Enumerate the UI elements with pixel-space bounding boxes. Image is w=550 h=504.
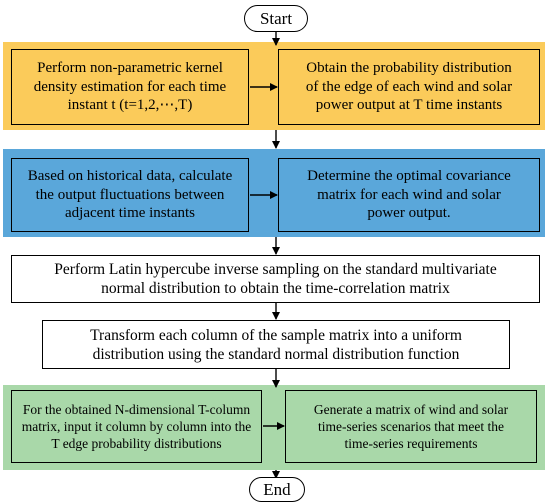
- step2-right-box: Determine the optimal covariance matrix …: [278, 158, 540, 232]
- step2-left-line2: the output fluctuations between: [35, 186, 225, 203]
- step3-line2: normal distribution to obtain the time-c…: [101, 280, 450, 297]
- step5-right-line1: Generate a matrix of wind and solar: [313, 402, 509, 417]
- step4-line2: distribution using the standard normal d…: [92, 345, 460, 363]
- step1-left-line2: density estimation for each time: [33, 78, 227, 95]
- step5-right-box: Generate a matrix of wind and solar time…: [285, 390, 537, 463]
- step4-box: Transform each column of the sample matr…: [42, 320, 510, 369]
- step2-left-box: Based on historical data, calculate the …: [11, 158, 249, 232]
- step2-left-line3: adjacent time instants: [65, 205, 195, 222]
- start-terminal: Start: [244, 5, 308, 32]
- step5-right-line3: time-series requirements: [344, 436, 478, 451]
- step5-left-line3: T edge probability distributions: [51, 436, 222, 451]
- step5-right-line2: time-series scenarios that meet the: [318, 419, 504, 434]
- step4-line1: Transform each column of the sample matr…: [90, 326, 462, 344]
- step1-left-line3: instant t (t=1,2,⋯,T): [67, 97, 193, 114]
- end-label: End: [263, 479, 291, 499]
- step2-left-line1: Based on historical data, calculate: [27, 168, 233, 185]
- start-label: Start: [259, 8, 293, 28]
- step1-right-box: Obtain the probability distribution of t…: [278, 49, 540, 125]
- end-terminal: End: [249, 477, 305, 502]
- step5-left-line1: For the obtained N-dimensional T-column: [22, 402, 251, 417]
- step1-right-line3: power output at T time instants: [315, 97, 503, 114]
- step2-right-line2: matrix for each wind and solar: [317, 186, 501, 203]
- step1-right-line2: of the edge of each wind and solar: [305, 78, 513, 95]
- step2-right-line1: Determine the optimal covariance: [307, 168, 511, 185]
- step1-right-line1: Obtain the probability distribution: [306, 60, 512, 77]
- step5-left-box: For the obtained N-dimensional T-column …: [11, 390, 262, 463]
- step1-left-box: Perform non-parametric kernel density es…: [11, 49, 249, 125]
- step2-right-line3: power output.: [367, 205, 451, 222]
- step5-left-line2: matrix, input it column by column into t…: [21, 419, 252, 434]
- step3-box: Perform Latin hypercube inverse sampling…: [11, 255, 540, 303]
- step1-left-line1: Perform non-parametric kernel: [37, 60, 223, 77]
- step3-line1: Perform Latin hypercube inverse sampling…: [54, 261, 497, 278]
